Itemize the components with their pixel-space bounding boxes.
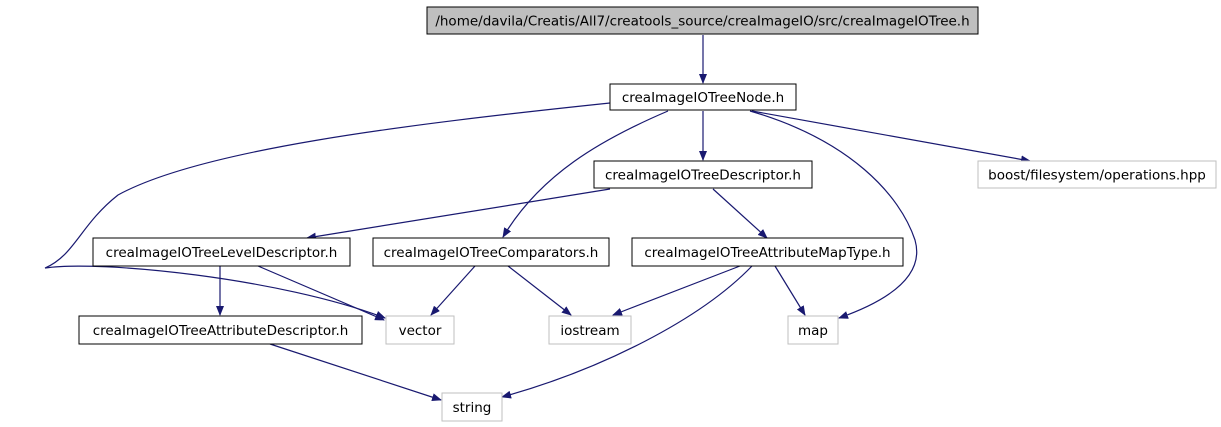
edge-attrdesc-to-string bbox=[269, 343, 442, 402]
node-label-iostream: iostream bbox=[560, 323, 619, 339]
node-label-comparators: creaImageIOTreeComparators.h bbox=[384, 245, 599, 261]
node-comparators[interactable]: creaImageIOTreeComparators.h bbox=[372, 237, 610, 267]
node-treedesc[interactable]: creaImageIOTreeDescriptor.h bbox=[593, 160, 813, 189]
edge-attrmap-to-map bbox=[774, 265, 806, 316]
node-label-treedesc: creaImageIOTreeDescriptor.h bbox=[605, 168, 801, 184]
node-label-attrmap: creaImageIOTreeAttributeMapType.h bbox=[644, 245, 890, 261]
nodes-layer: /home/davila/Creatis/All7/creatools_sour… bbox=[78, 6, 1217, 422]
node-box-attrmap bbox=[631, 237, 904, 267]
node-attrdesc[interactable]: creaImageIOTreeAttributeDescriptor.h bbox=[78, 315, 363, 345]
edge-attrmap-to-iostream bbox=[612, 265, 741, 316]
node-label-attrdesc: creaImageIOTreeAttributeDescriptor.h bbox=[93, 323, 349, 339]
node-label-boostfs: boost/filesystem/operations.hpp bbox=[988, 168, 1206, 184]
node-box-root bbox=[426, 6, 979, 35]
node-label-map: map bbox=[798, 323, 828, 339]
node-leveldesc[interactable]: creaImageIOTreeLevelDescriptor.h bbox=[92, 237, 351, 267]
node-vector: vector bbox=[385, 315, 455, 345]
node-iostream: iostream bbox=[548, 315, 632, 345]
edge-comparators-to-vector bbox=[430, 265, 476, 316]
node-boostfs: boost/filesystem/operations.hpp bbox=[977, 160, 1217, 189]
edge-treedesc-to-attrmap bbox=[712, 188, 768, 239]
node-map: map bbox=[787, 315, 839, 345]
edge-leveldesc-to-vector bbox=[257, 265, 385, 321]
node-label-root: /home/davila/Creatis/All7/creatools_sour… bbox=[435, 14, 969, 30]
node-box-boostfs bbox=[977, 160, 1217, 189]
node-string: string bbox=[441, 392, 503, 422]
node-label-string: string bbox=[453, 400, 492, 416]
edge-treedesc-to-leveldesc bbox=[306, 188, 611, 241]
node-box-iostream bbox=[548, 315, 632, 345]
node-box-treenode bbox=[609, 83, 797, 111]
edge-treenode-to-vector bbox=[44, 102, 611, 319]
node-label-leveldesc: creaImageIOTreeLevelDescriptor.h bbox=[106, 245, 338, 261]
edge-treenode-to-map bbox=[749, 110, 918, 319]
node-box-map bbox=[787, 315, 839, 345]
node-label-vector: vector bbox=[399, 323, 442, 339]
edge-treenode-to-comparators bbox=[502, 110, 669, 238]
node-root: /home/davila/Creatis/All7/creatools_sour… bbox=[426, 6, 979, 35]
node-box-treedesc bbox=[593, 160, 813, 189]
node-box-vector bbox=[385, 315, 455, 345]
node-treenode[interactable]: creaImageIOTreeNode.h bbox=[609, 83, 797, 111]
edges-layer bbox=[44, 35, 1031, 402]
node-attrmap[interactable]: creaImageIOTreeAttributeMapType.h bbox=[631, 237, 904, 267]
node-box-leveldesc bbox=[92, 237, 351, 267]
node-box-attrdesc bbox=[78, 315, 363, 345]
edge-attrmap-to-string bbox=[501, 265, 753, 399]
node-box-comparators bbox=[372, 237, 610, 267]
edge-treenode-to-boostfs bbox=[751, 110, 1031, 164]
node-box-string bbox=[441, 392, 503, 422]
edge-comparators-to-iostream bbox=[507, 265, 572, 316]
node-label-treenode: creaImageIOTreeNode.h bbox=[622, 90, 784, 106]
